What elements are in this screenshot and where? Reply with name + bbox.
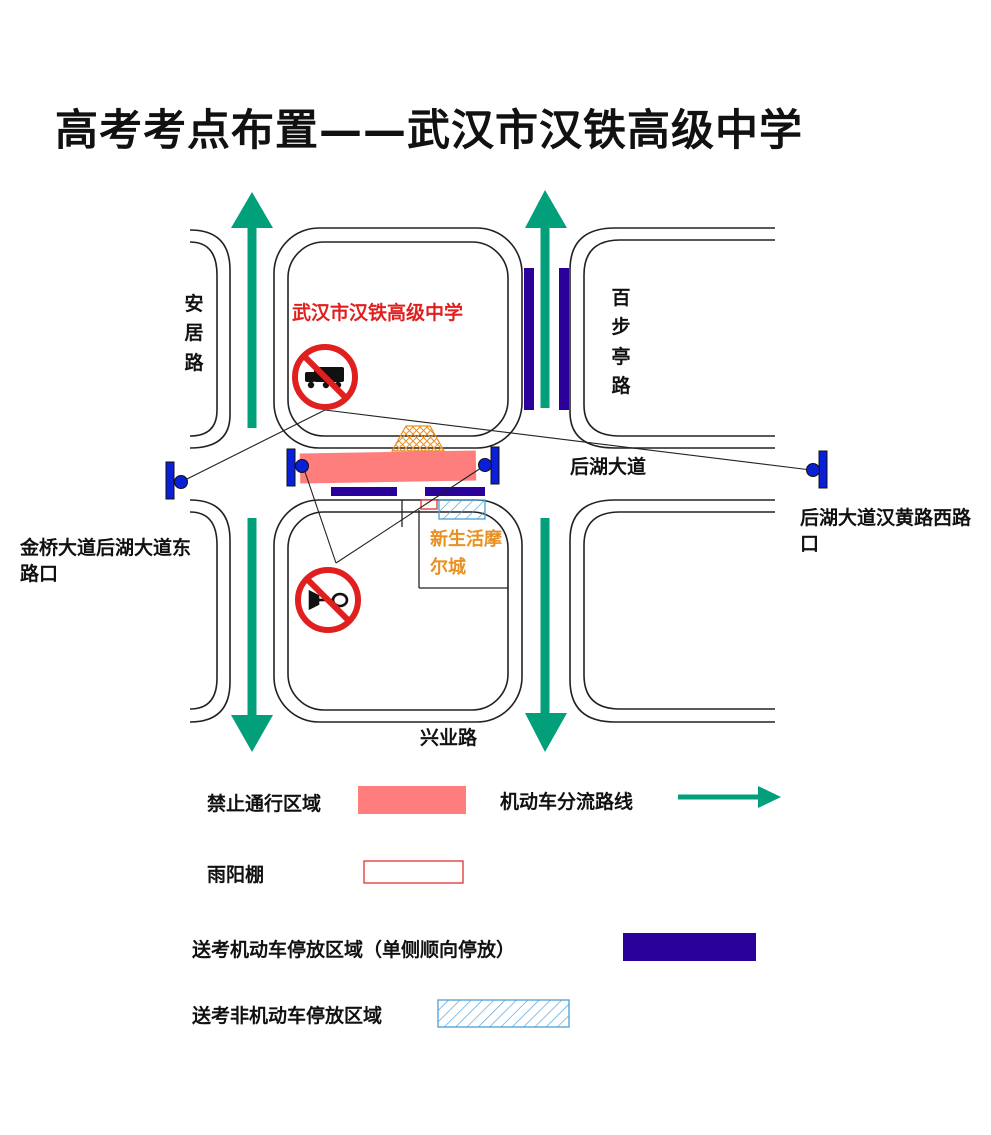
block-nw-edge xyxy=(189,229,231,449)
block-se-edge xyxy=(569,499,775,723)
sign-connector-lines xyxy=(180,409,812,564)
legend-label-diversion: 机动车分流路线 xyxy=(500,791,634,813)
legend-swatches xyxy=(358,786,781,1028)
no-honking-sign xyxy=(295,567,361,633)
legend-label-no-traffic: 禁止通行区域 xyxy=(207,793,322,815)
motor-parking-bar xyxy=(559,268,569,410)
nonmotor-parking-area xyxy=(438,499,486,520)
school-gate-mesh xyxy=(390,425,446,452)
legend-label-motor-parking: 送考机动车停放区域（单侧顺向停放） xyxy=(192,939,516,961)
motor-parking-bar xyxy=(425,487,485,496)
checkpoint-east xyxy=(806,450,828,489)
no-traffic-zone xyxy=(299,450,477,484)
city-blocks xyxy=(189,227,775,723)
checkpoint-label-west: 金桥大道后湖大道东路口 xyxy=(20,537,192,585)
road-label-baibuting: 百步亭路 xyxy=(611,287,631,398)
no-trucks-sign xyxy=(292,344,358,410)
block-ne-edge xyxy=(569,227,775,449)
legend-swatch-canopy xyxy=(363,860,464,884)
checkpoint-west xyxy=(165,461,188,500)
legend-label-nonmotor-parking: 送考非机动车停放区域 xyxy=(192,1005,383,1027)
road-label-houhu: 后湖大道 xyxy=(570,456,647,478)
mall-boundary xyxy=(401,500,508,589)
diversion-routes xyxy=(231,190,567,752)
checkpoint-school-east xyxy=(478,446,500,485)
page-title: 高考考点布置——武汉市汉铁高级中学 xyxy=(55,106,803,156)
motor-parking-areas xyxy=(331,268,569,496)
legend-swatch-nonmotor-parking xyxy=(437,999,570,1028)
checkpoint-school-west xyxy=(286,448,309,487)
canopy-marker xyxy=(420,499,438,510)
checkpoints xyxy=(165,446,828,500)
road-label-anju: 安居路 xyxy=(184,293,204,374)
legend-swatch-no-traffic xyxy=(358,786,466,814)
motor-parking-bar xyxy=(331,487,397,496)
block-mall xyxy=(273,499,523,723)
legend-swatch-motor-parking xyxy=(623,933,756,961)
checkpoint-label-east: 后湖大道汉黄路西路口 xyxy=(800,507,972,555)
block-sw-edge xyxy=(189,499,231,723)
legend-label-canopy: 雨阳棚 xyxy=(207,864,265,886)
road-label-xingye: 兴业路 xyxy=(420,727,478,749)
block-school xyxy=(273,227,523,449)
school-label: 武汉市汉铁高级中学 xyxy=(292,302,464,324)
mall-label: 新生活摩尔城 xyxy=(430,529,502,578)
motor-parking-bar xyxy=(524,268,534,410)
